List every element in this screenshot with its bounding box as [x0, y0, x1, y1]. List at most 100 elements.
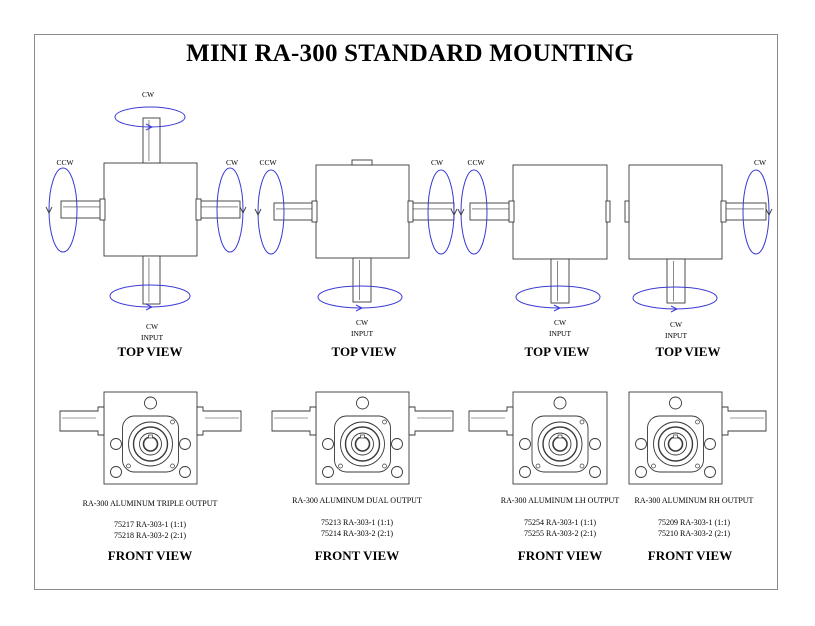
front-view-description: RA-300 ALUMINUM TRIPLE OUTPUT — [82, 499, 218, 508]
output-shaft-right — [196, 406, 242, 436]
mounting-hole — [704, 466, 716, 478]
mounting-hole — [635, 438, 647, 450]
shaft-collar — [311, 200, 318, 223]
input-label: INPUT — [664, 331, 688, 340]
top-view-title: TOP VIEW — [117, 344, 183, 359]
rotation-arrow-bottom — [632, 286, 718, 310]
part-number: 75213 RA-303-1 (1:1) — [321, 518, 393, 527]
front-view-description: RA-300 ALUMINUM DUAL OUTPUT — [292, 496, 422, 505]
mounting-hole — [553, 396, 567, 410]
output-shaft-left — [273, 202, 317, 221]
flange-bolt — [695, 419, 700, 425]
rotation-arrow-bottom — [109, 284, 191, 308]
flange-bolt — [579, 463, 585, 469]
mounting-hole — [110, 466, 122, 478]
mounting-hole — [669, 396, 682, 410]
flange-bolt — [382, 463, 387, 469]
output-shaft-left — [469, 202, 514, 221]
rotation-arrow-bottom-head — [145, 303, 154, 311]
mounting-hole — [322, 438, 334, 450]
shaft-cap — [624, 200, 630, 223]
rotation-label-right: CW — [225, 158, 239, 167]
output-shaft-right — [408, 202, 455, 221]
rotation-label-bottom: CW — [669, 320, 683, 329]
keyway — [557, 434, 563, 439]
part-number: 75214 RA-303-2 (2:1) — [321, 529, 393, 538]
front-view-description: RA-300 ALUMINUM LH OUTPUT — [500, 496, 620, 505]
rotation-label-bottom: CW — [145, 322, 159, 331]
gearbox-housing — [628, 164, 723, 260]
shaft-cap — [605, 200, 611, 223]
part-number: 75255 RA-303-2 (2:1) — [524, 529, 596, 538]
front-view-title: FRONT VIEW — [314, 548, 400, 563]
mounting-hole — [391, 466, 403, 478]
keyway — [360, 434, 365, 439]
output-shaft-top — [142, 117, 161, 164]
mounting-hole — [110, 438, 122, 450]
flange-bolt — [126, 463, 131, 469]
flange-bolt — [170, 463, 175, 469]
page-title: MINI RA-300 STANDARD MOUNTING — [186, 40, 634, 67]
rotation-arrow-right — [216, 167, 244, 253]
shaft-collar — [99, 198, 106, 221]
mounting-hole — [519, 466, 531, 478]
input-label: INPUT — [548, 329, 572, 338]
rotation-arrow-left — [460, 169, 488, 255]
drawing-frame — [34, 34, 778, 590]
rotation-label-bottom: CW — [355, 318, 369, 327]
output-shaft-right — [408, 406, 454, 436]
input-label: INPUT — [350, 329, 374, 338]
shaft-collar — [195, 198, 202, 221]
shaft-cap — [351, 159, 373, 166]
rotation-label-right: CW — [753, 158, 767, 167]
flange-bolt — [651, 463, 656, 469]
rotation-arrow-right-head — [239, 206, 247, 215]
mounting-hole — [635, 466, 647, 478]
output-shaft-left — [60, 200, 105, 219]
input-shaft-bottom — [550, 258, 570, 304]
rotation-label-left: CCW — [56, 158, 74, 167]
flange-bolt — [579, 419, 585, 425]
gearbox-housing — [103, 162, 198, 257]
rotation-arrow-left — [48, 167, 78, 253]
rotation-arrow-left-head — [457, 208, 465, 217]
flange-bolt — [382, 419, 387, 425]
top-view-title: TOP VIEW — [655, 344, 721, 359]
output-shaft-right — [196, 200, 241, 219]
rotation-arrow-right — [742, 169, 770, 255]
output-shaft-right — [721, 406, 767, 436]
input-shaft-end — [354, 436, 371, 452]
mounting-hole — [179, 466, 191, 478]
keyway — [673, 434, 678, 439]
front-view-description: RA-300 ALUMINUM RH OUTPUT — [634, 496, 754, 505]
keyway — [148, 434, 153, 439]
output-shaft-left — [59, 406, 105, 436]
output-shaft-left — [271, 406, 317, 436]
gearbox-housing — [315, 164, 410, 259]
rotation-arrow-right-head — [450, 208, 458, 217]
rotation-label-left: CCW — [259, 158, 277, 167]
rotation-arrow-bottom-head — [670, 305, 679, 313]
flange-bolt — [170, 419, 175, 425]
rotation-label-right: CW — [430, 158, 444, 167]
mounting-hole — [391, 438, 403, 450]
front-view-title: FRONT VIEW — [107, 548, 193, 563]
mounting-hole — [589, 466, 601, 478]
output-shaft-right — [721, 202, 767, 221]
shaft-collar — [407, 200, 414, 223]
rotation-label-top: CW — [141, 90, 155, 99]
mounting-hole — [322, 466, 334, 478]
part-number: 75254 RA-303-1 (1:1) — [524, 518, 596, 527]
rotation-arrow-left-head — [45, 206, 53, 215]
flange-bolt — [338, 463, 343, 469]
rotation-label-bottom: CW — [553, 318, 567, 327]
rotation-arrow-right — [427, 169, 455, 255]
mounting-hole — [519, 438, 531, 450]
rotation-arrow-bottom — [317, 285, 403, 309]
front-view-title: FRONT VIEW — [517, 548, 603, 563]
mounting-hole — [704, 438, 716, 450]
part-number: 75209 RA-303-1 (1:1) — [658, 518, 730, 527]
rotation-arrow-top-head — [145, 123, 154, 131]
gearbox-housing — [512, 164, 608, 260]
